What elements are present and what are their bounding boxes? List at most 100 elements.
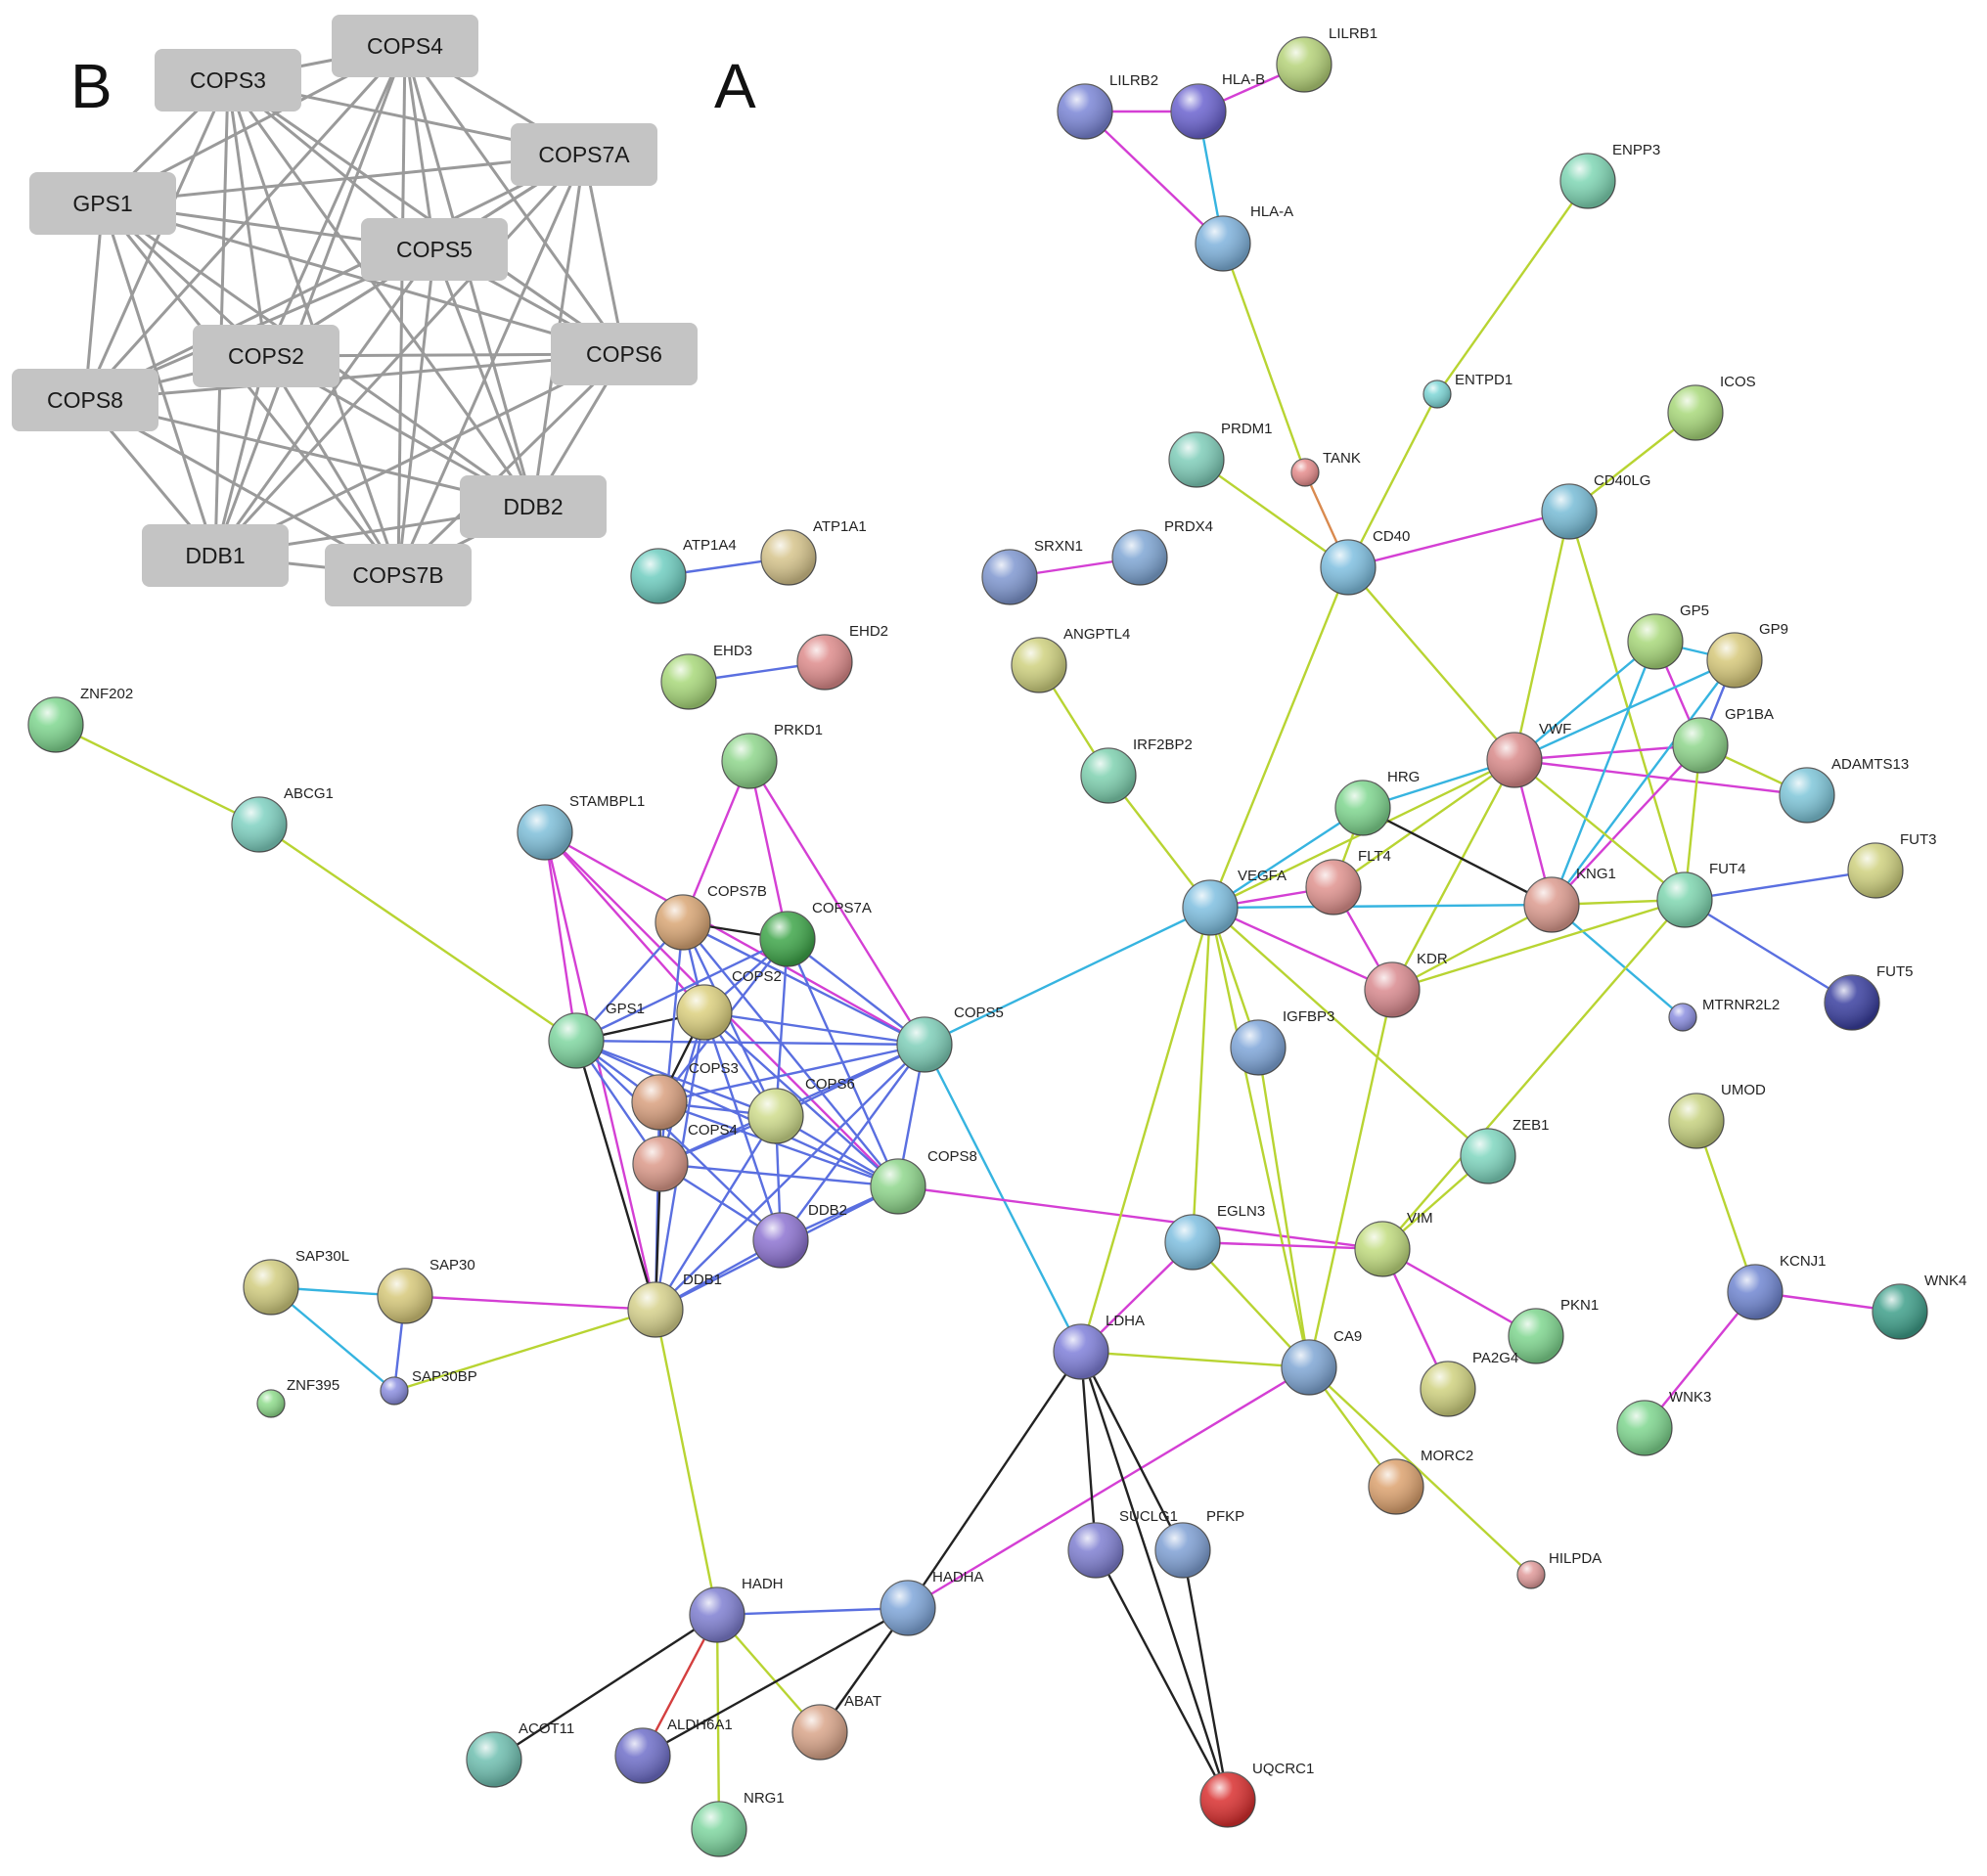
node-bubble-shine bbox=[722, 734, 777, 788]
panel-a-node-cops5[interactable]: COPS5 bbox=[896, 1005, 1004, 1073]
panel-a-node-cops8[interactable]: COPS8 bbox=[870, 1148, 977, 1215]
panel-a-node-znf395[interactable]: ZNF395 bbox=[256, 1377, 339, 1418]
panel-a-node-gps1[interactable]: GPS1 bbox=[548, 1001, 645, 1069]
panel-a-edge-vwf-kdr bbox=[1390, 758, 1516, 992]
panel-b-node-cops3[interactable]: COPS3 bbox=[155, 49, 301, 112]
panel-a-node-cops3[interactable]: COPS3 bbox=[631, 1060, 739, 1131]
panel-a-node-cops4[interactable]: COPS4 bbox=[632, 1122, 738, 1192]
panel-a-node-abat[interactable]: ABAT bbox=[791, 1693, 881, 1761]
panel-a-node-stambpl1[interactable]: STAMBPL1 bbox=[517, 793, 645, 861]
panel-b-node-cops2[interactable]: COPS2 bbox=[193, 325, 339, 387]
panel-a-node-adamts13[interactable]: ADAMTS13 bbox=[1779, 756, 1909, 824]
node-bubble-shine bbox=[1291, 459, 1319, 486]
panel-a-node-atp1a1[interactable]: ATP1A1 bbox=[760, 518, 867, 586]
panel-a-node-hadh[interactable]: HADH bbox=[689, 1576, 784, 1643]
panel-a-node-nrg1[interactable]: NRG1 bbox=[691, 1790, 785, 1857]
panel-a-node-enpp3[interactable]: ENPP3 bbox=[1559, 142, 1660, 209]
panel-a-node-prkd1[interactable]: PRKD1 bbox=[721, 722, 823, 789]
panel-a-node-sap30[interactable]: SAP30 bbox=[377, 1257, 475, 1324]
panel-a-node-wnk4[interactable]: WNK4 bbox=[1872, 1273, 1966, 1340]
panel-a-node-mtrnr2l2[interactable]: MTRNR2L2 bbox=[1668, 997, 1780, 1032]
panel-a-node-ehd2[interactable]: EHD2 bbox=[796, 623, 888, 691]
panel-a-node-zeb1[interactable]: ZEB1 bbox=[1460, 1117, 1550, 1184]
panel-a-node-ehd3[interactable]: EHD3 bbox=[660, 643, 752, 710]
panel-a-node-wnk3[interactable]: WNK3 bbox=[1616, 1389, 1711, 1456]
panel-a-edge-kdr-ca9 bbox=[1307, 988, 1394, 1369]
panel-a-node-cd40[interactable]: CD40 bbox=[1320, 528, 1410, 596]
panel-a-edge-gp5-kng1 bbox=[1550, 640, 1657, 907]
panel-a-node-uqcrc1[interactable]: UQCRC1 bbox=[1199, 1761, 1314, 1828]
panel-a-node-hrg[interactable]: HRG bbox=[1334, 769, 1420, 836]
panel-a-node-cd40lg[interactable]: CD40LG bbox=[1541, 472, 1650, 540]
panel-a-node-pfkp[interactable]: PFKP bbox=[1154, 1508, 1244, 1579]
panel-a-node-kdr[interactable]: KDR bbox=[1364, 951, 1448, 1018]
panel-a-node-cops7b[interactable]: COPS7B bbox=[655, 883, 767, 951]
panel-a-node-prdx4[interactable]: PRDX4 bbox=[1111, 518, 1213, 586]
node-label: LILRB1 bbox=[1329, 25, 1377, 42]
panel-a-edge-hadh-acot11 bbox=[492, 1613, 719, 1762]
panel-a-node-abcg1[interactable]: ABCG1 bbox=[231, 785, 334, 853]
panel-a-node-pkn1[interactable]: PKN1 bbox=[1508, 1297, 1599, 1364]
panel-b-node-ddb2[interactable]: DDB2 bbox=[460, 475, 607, 538]
panel-a-node-icos[interactable]: ICOS bbox=[1667, 374, 1756, 441]
panel-a-node-ddb1[interactable]: DDB1 bbox=[627, 1272, 722, 1338]
panel-a-node-umod[interactable]: UMOD bbox=[1668, 1082, 1766, 1149]
panel-a-node-sap30l[interactable]: SAP30L bbox=[243, 1248, 349, 1316]
panel-a-node-hilpda[interactable]: HILPDA bbox=[1516, 1550, 1602, 1589]
panel-a-node-hadha[interactable]: HADHA bbox=[880, 1569, 984, 1636]
panel-a-node-sap30bp[interactable]: SAP30BP bbox=[380, 1368, 477, 1406]
panel-a-node-cops6[interactable]: COPS6 bbox=[747, 1076, 855, 1144]
node-bubble-shine bbox=[232, 797, 287, 852]
panel-a-node-flt4[interactable]: FLT4 bbox=[1305, 848, 1391, 916]
panel-a-node-vim[interactable]: VIM bbox=[1354, 1210, 1433, 1277]
node-bubble-shine bbox=[1112, 530, 1167, 585]
panel-a-node-morc2[interactable]: MORC2 bbox=[1368, 1448, 1473, 1515]
panel-b-node-ddb1[interactable]: DDB1 bbox=[142, 524, 289, 587]
panel-a-node-gp9[interactable]: GP9 bbox=[1706, 621, 1788, 689]
panel-b-node-cops8[interactable]: COPS8 bbox=[12, 369, 158, 431]
panel-a-node-cops7a[interactable]: COPS7A bbox=[759, 900, 872, 967]
panel-a-node-lilrb1[interactable]: LILRB1 bbox=[1276, 25, 1377, 93]
panel-a-node-kcnj1[interactable]: KCNJ1 bbox=[1727, 1253, 1827, 1320]
panel-a-node-vwf[interactable]: VWF bbox=[1486, 721, 1571, 788]
panel-a-node-fut4[interactable]: FUT4 bbox=[1656, 861, 1746, 928]
panel-a-node-hla-b[interactable]: HLA-B bbox=[1170, 71, 1265, 140]
panel-a-node-irf2bp2[interactable]: IRF2BP2 bbox=[1080, 737, 1193, 804]
node-label: PA2G4 bbox=[1472, 1350, 1518, 1366]
panel-a-edge-stambpl1-ddb1 bbox=[543, 830, 657, 1312]
panel-a-node-angptl4[interactable]: ANGPTL4 bbox=[1011, 626, 1130, 693]
panel-a-node-vegfa[interactable]: VEGFA bbox=[1182, 868, 1287, 936]
panel-b-node-cops6[interactable]: COPS6 bbox=[551, 323, 698, 385]
panel-a-node-fut3[interactable]: FUT3 bbox=[1847, 831, 1937, 899]
panel-b-node-gps1[interactable]: GPS1 bbox=[29, 172, 176, 235]
panel-a-node-tank[interactable]: TANK bbox=[1290, 450, 1361, 487]
panel-b-node-cops4[interactable]: COPS4 bbox=[332, 15, 478, 77]
panel-a-node-aldh6a1[interactable]: ALDH6A1 bbox=[614, 1717, 733, 1784]
panel-a-node-ldha[interactable]: LDHA bbox=[1053, 1313, 1145, 1380]
panel-a-node-egln3[interactable]: EGLN3 bbox=[1164, 1203, 1265, 1271]
node-bubble-shine bbox=[1707, 633, 1762, 688]
panel-a-node-srxn1[interactable]: SRXN1 bbox=[981, 538, 1083, 605]
panel-a-node-acot11[interactable]: ACOT11 bbox=[466, 1720, 574, 1788]
panel-a-node-igfbp3[interactable]: IGFBP3 bbox=[1230, 1008, 1334, 1076]
panel-a-node-suclg1[interactable]: SUCLG1 bbox=[1067, 1508, 1178, 1579]
panel-a-node-prdm1[interactable]: PRDM1 bbox=[1168, 421, 1273, 488]
panel-a-node-znf202[interactable]: ZNF202 bbox=[27, 686, 133, 753]
panel-a-node-cops2[interactable]: COPS2 bbox=[676, 968, 782, 1041]
panel-a-node-pa2g4[interactable]: PA2G4 bbox=[1420, 1350, 1518, 1417]
panel-a-node-fut5[interactable]: FUT5 bbox=[1824, 963, 1914, 1031]
panel-b-node-cops7a[interactable]: COPS7A bbox=[511, 123, 657, 186]
panel-a-node-atp1a4[interactable]: ATP1A4 bbox=[630, 537, 737, 604]
panel-a-edge-gps1-cops6 bbox=[574, 1039, 778, 1118]
panel-a-node-gp5[interactable]: GP5 bbox=[1627, 603, 1709, 670]
panel-a-node-gp1ba[interactable]: GP1BA bbox=[1672, 706, 1774, 774]
panel-b-node-cops5[interactable]: COPS5 bbox=[361, 218, 508, 281]
node-label: GP5 bbox=[1680, 603, 1709, 619]
panel-b-node-cops7b[interactable]: COPS7B bbox=[325, 544, 472, 606]
panel-a-node-ca9[interactable]: CA9 bbox=[1281, 1328, 1362, 1396]
panel-a-node-lilrb2[interactable]: LILRB2 bbox=[1057, 72, 1158, 140]
panel-a-node-entpd1[interactable]: ENTPD1 bbox=[1423, 372, 1513, 409]
panel-a-node-hla-a[interactable]: HLA-A bbox=[1195, 203, 1293, 272]
panel-a-node-ddb2[interactable]: DDB2 bbox=[752, 1202, 847, 1269]
panel-a-node-kng1[interactable]: KNG1 bbox=[1523, 866, 1616, 933]
